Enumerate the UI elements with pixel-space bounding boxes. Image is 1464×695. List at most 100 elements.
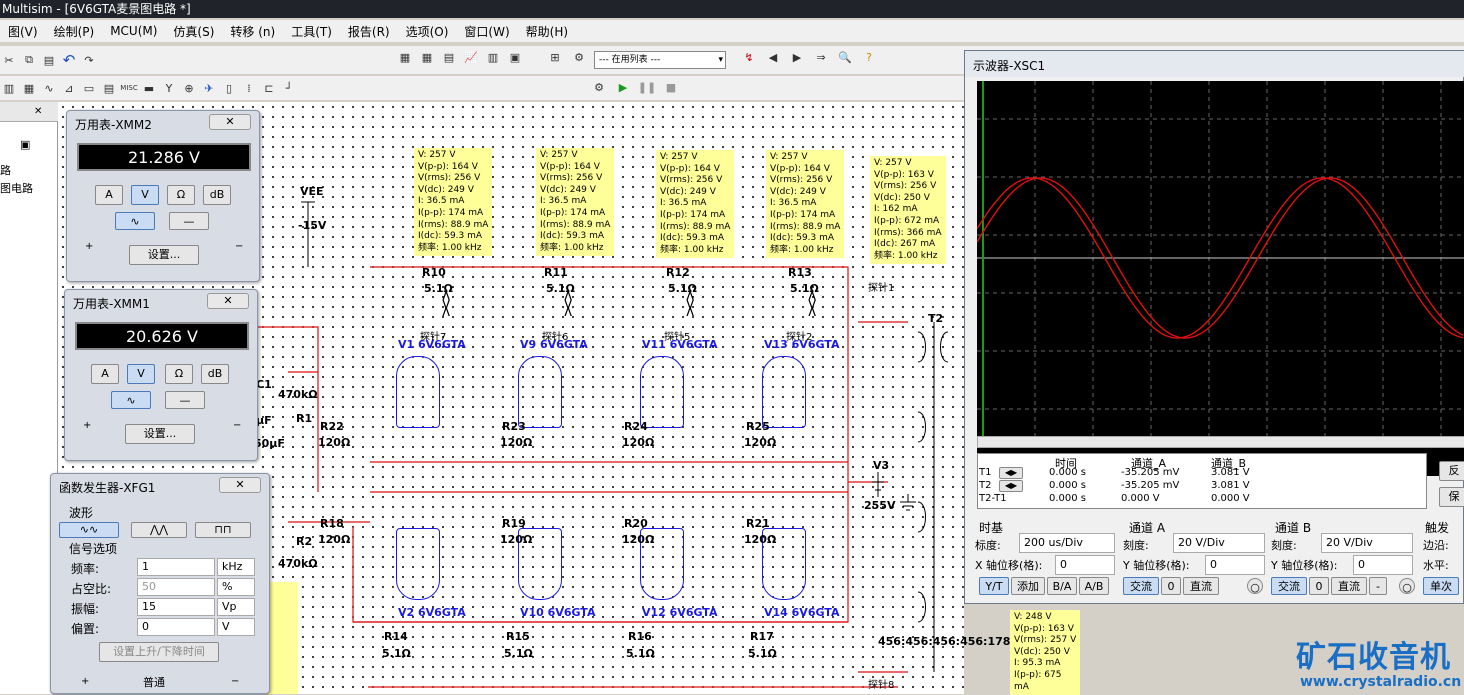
- zoom-icon[interactable]: 🔍: [838, 50, 852, 64]
- chb-minus-button[interactable]: -: [1369, 577, 1387, 595]
- yt-button[interactable]: Y/T: [979, 577, 1009, 595]
- oscilloscope-icon[interactable]: ∿: [44, 81, 54, 95]
- paste-icon[interactable]: ▤: [43, 53, 55, 67]
- close-button[interactable]: ✕: [207, 293, 249, 309]
- multimeter-xmm1[interactable]: 万用表-XMM1 ✕ 20.626 V A V Ω dB ∿ — 设置... +…: [64, 289, 258, 461]
- word-gen-icon[interactable]: ▤: [103, 81, 115, 95]
- ab-button[interactable]: A/B: [1079, 577, 1109, 595]
- transfer-icon[interactable]: ⇒: [816, 50, 826, 64]
- multimeter-xmm2[interactable]: 万用表-XMM2 ✕ 21.286 V A V Ω dB ∿ — 设置... +…: [66, 110, 260, 282]
- menu-item[interactable]: 报告(R): [347, 24, 390, 39]
- reverse-button[interactable]: 反: [1439, 461, 1464, 481]
- menu-item[interactable]: 转移 (n): [230, 24, 276, 39]
- plus-terminal[interactable]: +: [81, 676, 90, 687]
- redo-icon[interactable]: ↷: [84, 53, 94, 67]
- plus-terminal[interactable]: +: [85, 241, 94, 252]
- cha-radio-icon[interactable]: ○: [1247, 578, 1263, 594]
- cha-zero-button[interactable]: 0: [1161, 577, 1181, 595]
- folder-icon[interactable]: ▣: [20, 138, 31, 151]
- chb-ac-button[interactable]: 交流: [1271, 577, 1307, 595]
- cell-icon[interactable]: ▯: [225, 81, 233, 95]
- minus-terminal[interactable]: −: [233, 420, 242, 431]
- forward-icon[interactable]: ▶: [792, 50, 802, 64]
- bus-icon[interactable]: ⁞: [247, 81, 251, 95]
- spreadsheet-icon[interactable]: ▥: [487, 50, 499, 64]
- scope-scrollbar[interactable]: [977, 436, 1464, 448]
- mode-a-button[interactable]: A: [91, 364, 119, 384]
- plane-icon[interactable]: ✈: [204, 81, 214, 95]
- list-icon[interactable]: ▤: [443, 50, 455, 64]
- db-icon[interactable]: ▣: [509, 50, 521, 64]
- field-unit[interactable]: Vp: [217, 598, 255, 616]
- square-wave-button[interactable]: ⊓⊓: [195, 522, 251, 538]
- monitor-icon[interactable]: ▬: [143, 81, 155, 95]
- wattmeter-icon[interactable]: ▦: [23, 81, 35, 95]
- bode-icon[interactable]: ⊿: [64, 81, 74, 95]
- close-button[interactable]: ✕: [219, 477, 261, 493]
- field-input[interactable]: 1: [137, 558, 215, 576]
- tree-item[interactable]: 路: [0, 164, 11, 177]
- back-annotate-icon[interactable]: ◀: [768, 50, 778, 64]
- mode-ohm-button[interactable]: Ω: [167, 185, 195, 205]
- dc-button[interactable]: —: [169, 212, 209, 230]
- freq-counter-icon[interactable]: ▭: [83, 81, 95, 95]
- component-icon[interactable]: ⊞: [550, 50, 560, 64]
- cursor-arrow-button[interactable]: ◀▶: [999, 467, 1023, 479]
- settings-button[interactable]: 设置...: [129, 245, 199, 265]
- simulate-gear-icon[interactable]: ⚙: [594, 80, 604, 94]
- add-button[interactable]: 添加: [1011, 577, 1045, 595]
- close-button[interactable]: ✕: [209, 114, 251, 130]
- cha-dc-button[interactable]: 直流: [1183, 577, 1219, 595]
- menu-item[interactable]: MCU(M): [110, 24, 158, 38]
- single-button[interactable]: 单次: [1423, 577, 1459, 595]
- probe-red-icon[interactable]: ↯: [744, 50, 754, 64]
- chb-zero-button[interactable]: 0: [1309, 577, 1329, 595]
- table-icon[interactable]: ▦: [421, 50, 433, 64]
- run-icon[interactable]: ▶: [618, 80, 628, 94]
- field-input[interactable]: 15: [137, 598, 215, 616]
- grid-icon[interactable]: ▦: [399, 50, 411, 64]
- cut-icon[interactable]: ✂: [4, 53, 14, 67]
- chb-ypos-input[interactable]: 0: [1353, 555, 1413, 575]
- xpos-input[interactable]: 0: [1055, 555, 1115, 575]
- plus-terminal[interactable]: +: [83, 420, 92, 431]
- menu-item[interactable]: 绘制(P): [53, 24, 95, 39]
- mode-ohm-button[interactable]: Ω: [165, 364, 193, 384]
- ac-button[interactable]: ∿: [115, 212, 155, 230]
- minus-terminal[interactable]: −: [231, 676, 240, 687]
- timebase-input[interactable]: 200 us/Div: [1019, 533, 1115, 553]
- dc-button[interactable]: —: [165, 391, 205, 409]
- field-input[interactable]: 50: [137, 578, 215, 596]
- chb-scale-input[interactable]: 20 V/Div: [1321, 533, 1413, 553]
- settings-icon[interactable]: ⚙: [574, 50, 584, 64]
- save-button[interactable]: 保: [1439, 487, 1464, 507]
- menu-item[interactable]: 仿真(S): [173, 24, 215, 39]
- stop-icon[interactable]: ■: [665, 80, 677, 94]
- chb-radio-icon[interactable]: ○: [1399, 578, 1415, 594]
- misc-icon[interactable]: MISC: [120, 84, 138, 92]
- field-unit[interactable]: kHz: [217, 558, 255, 576]
- mode-db-button[interactable]: dB: [203, 185, 231, 205]
- field-unit[interactable]: V: [217, 618, 255, 636]
- menu-item[interactable]: 帮助(H): [525, 24, 569, 39]
- mode-v-button[interactable]: V: [127, 364, 155, 384]
- cha-ac-button[interactable]: 交流: [1123, 577, 1159, 595]
- hier-icon[interactable]: ⊏: [264, 81, 274, 95]
- sine-wave-button[interactable]: ∿∿: [59, 522, 119, 538]
- menu-item[interactable]: 工具(T): [291, 24, 332, 39]
- triangle-wave-button[interactable]: ⋀⋀: [131, 522, 187, 538]
- mode-db-button[interactable]: dB: [201, 364, 229, 384]
- field-unit[interactable]: %: [217, 578, 255, 596]
- inuse-list-select[interactable]: --- 在用列表 --- ▾: [594, 51, 726, 69]
- multimeter-icon[interactable]: ▥: [3, 81, 15, 95]
- wire-icon[interactable]: ┘: [285, 81, 293, 95]
- tree-item[interactable]: 图电路: [0, 182, 33, 195]
- graph-icon[interactable]: 📈: [464, 50, 478, 64]
- cha-ypos-input[interactable]: 0: [1205, 555, 1265, 575]
- chb-dc-button[interactable]: 直流: [1331, 577, 1367, 595]
- ba-button[interactable]: B/A: [1047, 577, 1077, 595]
- menu-item[interactable]: 选项(O): [405, 24, 449, 39]
- ac-button[interactable]: ∿: [111, 391, 151, 409]
- mode-a-button[interactable]: A: [95, 185, 123, 205]
